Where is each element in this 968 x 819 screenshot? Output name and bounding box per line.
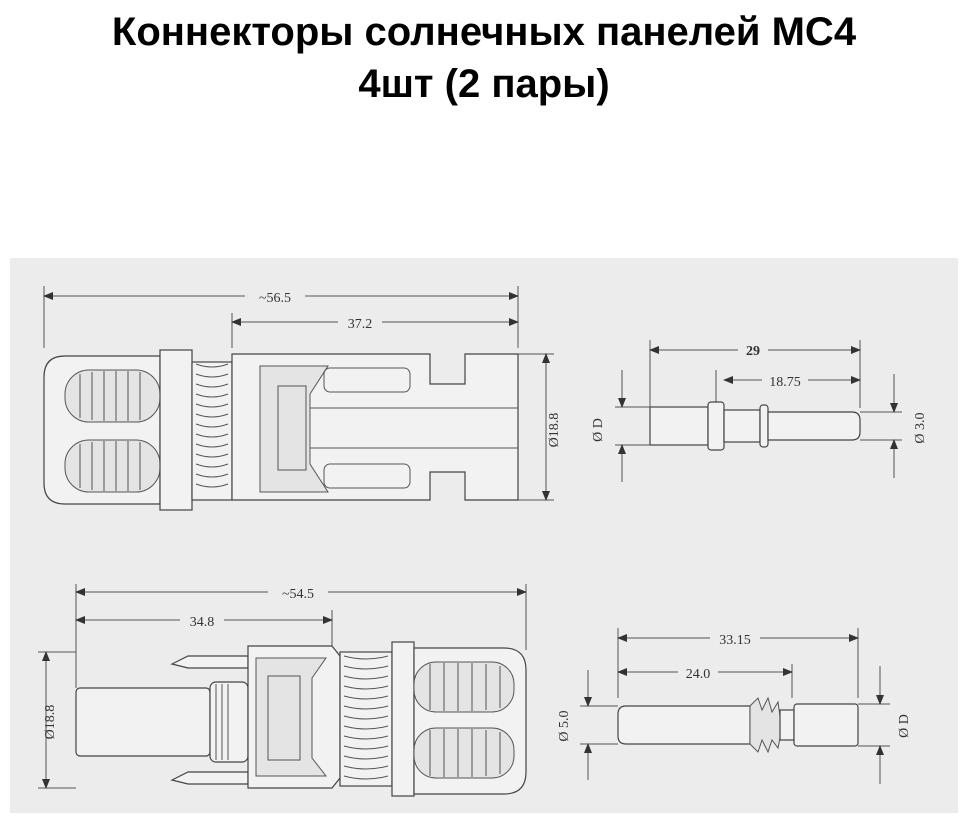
dim-label-socket-diameter-right: Ø D [897, 714, 912, 738]
title-line-2: 4шт (2 пары) [358, 62, 610, 106]
pin-tip [767, 411, 861, 441]
top-pin: 29 18.75 Ø D Ø 3.0 [591, 340, 928, 482]
dim-label-body-top: 37.2 [348, 317, 373, 332]
dim-label-pin-tip: 18.75 [769, 375, 801, 390]
top-collar [159, 349, 193, 511]
dim-label-pin-diameter-left: Ø D [591, 418, 606, 442]
dim-label-body-bottom: 34.8 [190, 615, 215, 630]
dim-label-socket-diameter-left: Ø 5.0 [557, 710, 572, 741]
dim-label-overall-top: ~56.5 [259, 291, 291, 306]
technical-drawing: ~56.5 37.2 [10, 258, 958, 813]
bottom-pin-tube [75, 687, 211, 757]
drawing-svg: ~56.5 37.2 [38, 286, 928, 797]
latch-arm-upper [170, 655, 249, 669]
dim-label-diameter-top: Ø18.8 [547, 413, 562, 448]
title-line-1: Коннекторы солнечных панелей MC4 [111, 10, 857, 54]
top-thread [191, 361, 233, 501]
bottom-socket: 33.15 24.0 Ø 5.0 Ø D [557, 628, 912, 784]
bottom-connector: ~54.5 34.8 [38, 584, 527, 797]
dim-label-pin-length: 29 [746, 344, 760, 359]
dim-label-overall-bottom: ~54.5 [282, 587, 314, 602]
latch-arm-lower [170, 771, 249, 785]
pin-shoulder [707, 401, 725, 451]
dim-label-pin-diameter-right: Ø 3.0 [913, 412, 928, 443]
bottom-collar [391, 641, 415, 797]
dim-label-socket-body: 24.0 [686, 667, 711, 682]
pin-neck [723, 409, 761, 443]
socket-crimp [793, 703, 859, 747]
dim-label-socket-length: 33.15 [719, 633, 751, 648]
socket-sleeve [617, 705, 751, 745]
top-connector: ~56.5 37.2 [43, 286, 562, 511]
pin-barrel [649, 406, 709, 446]
dim-label-diameter-bottom: Ø18.8 [43, 705, 58, 740]
